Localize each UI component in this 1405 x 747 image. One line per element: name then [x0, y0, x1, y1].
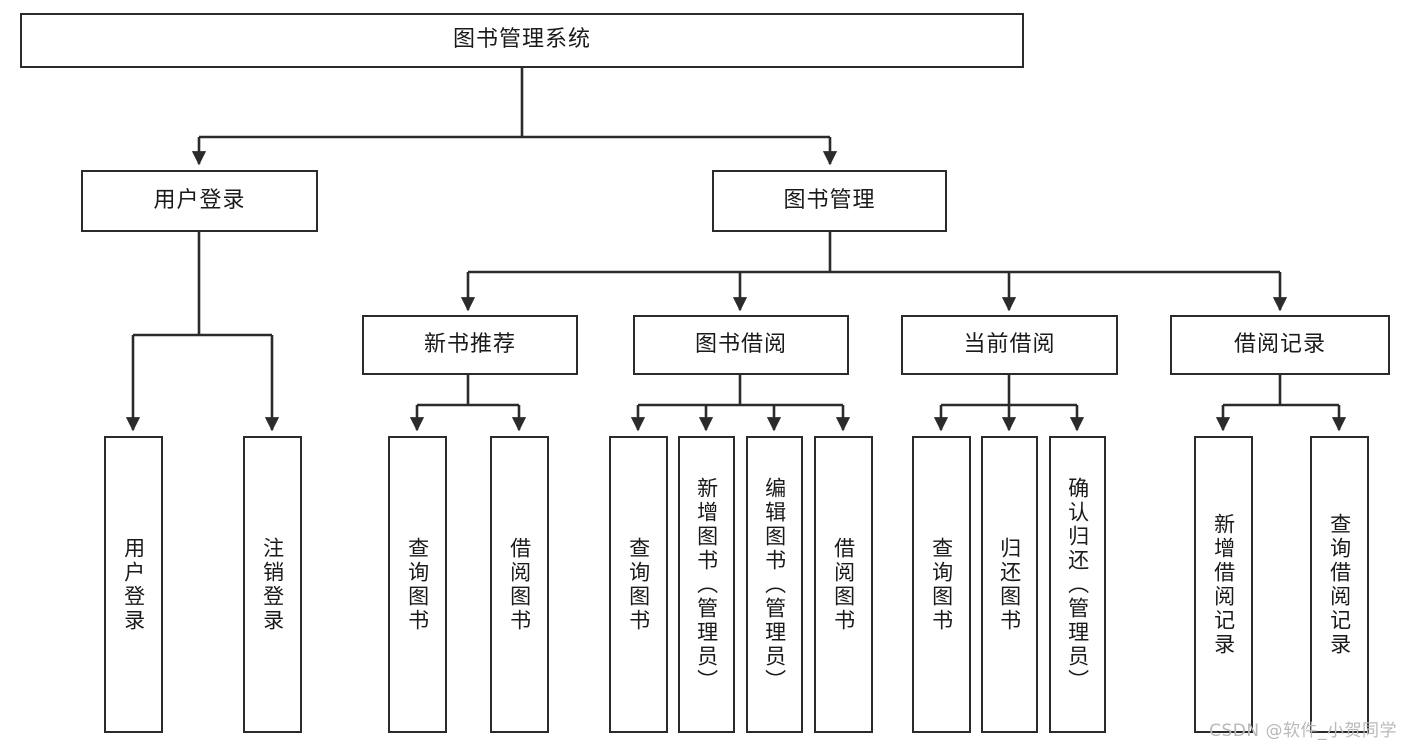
node-leaf-query-book-1-label: 查询图书	[405, 536, 430, 633]
node-leaf-borrow-book-2[interactable]: 借阅图书	[814, 436, 873, 733]
node-leaf-query-book-3-label: 查询图书	[929, 536, 954, 633]
node-root-label: 图书管理系统	[452, 27, 591, 53]
node-borrow-record-label: 借阅记录	[1233, 331, 1326, 357]
node-leaf-logout-login[interactable]: 注销登录	[243, 436, 302, 733]
node-leaf-add-book-label: 新增图书（管理员）	[694, 476, 719, 693]
node-leaf-user-login[interactable]: 用户登录	[104, 436, 163, 733]
node-current-borrow-label: 当前借阅	[963, 331, 1056, 357]
node-leaf-query-borrow-record-label: 查询借阅记录	[1327, 512, 1352, 657]
node-user-login-label: 用户登录	[153, 187, 246, 213]
node-current-borrow[interactable]: 当前借阅	[901, 315, 1118, 375]
node-leaf-borrow-book-1[interactable]: 借阅图书	[490, 436, 549, 733]
node-leaf-edit-book-label: 编辑图书（管理员）	[762, 476, 787, 693]
node-leaf-borrow-book-2-label: 借阅图书	[831, 536, 856, 633]
node-new-book-recommend[interactable]: 新书推荐	[362, 315, 578, 375]
node-borrow-record[interactable]: 借阅记录	[1170, 315, 1390, 375]
node-leaf-logout-login-label: 注销登录	[260, 536, 285, 633]
node-leaf-user-login-label: 用户登录	[121, 536, 146, 633]
node-leaf-query-borrow-record[interactable]: 查询借阅记录	[1310, 436, 1369, 733]
node-leaf-borrow-book-1-label: 借阅图书	[507, 536, 532, 633]
node-leaf-add-borrow-record-label: 新增借阅记录	[1211, 512, 1236, 657]
node-leaf-query-book-2[interactable]: 查询图书	[609, 436, 668, 733]
node-leaf-confirm-return[interactable]: 确认归还（管理员）	[1049, 436, 1106, 733]
node-leaf-return-book-label: 归还图书	[997, 536, 1022, 633]
node-book-borrow-label: 图书借阅	[694, 331, 787, 357]
node-leaf-add-borrow-record[interactable]: 新增借阅记录	[1194, 436, 1253, 733]
node-user-login[interactable]: 用户登录	[81, 170, 318, 232]
node-new-book-recommend-label: 新书推荐	[423, 331, 516, 357]
node-root[interactable]: 图书管理系统	[20, 13, 1024, 68]
node-book-management[interactable]: 图书管理	[712, 170, 947, 232]
node-book-borrow[interactable]: 图书借阅	[633, 315, 849, 375]
node-leaf-confirm-return-label: 确认归还（管理员）	[1065, 476, 1090, 693]
node-leaf-query-book-1[interactable]: 查询图书	[388, 436, 447, 733]
node-leaf-edit-book[interactable]: 编辑图书（管理员）	[746, 436, 803, 733]
node-leaf-add-book[interactable]: 新增图书（管理员）	[678, 436, 735, 733]
node-leaf-return-book[interactable]: 归还图书	[981, 436, 1038, 733]
node-leaf-query-book-3[interactable]: 查询图书	[912, 436, 971, 733]
node-book-management-label: 图书管理	[783, 187, 876, 213]
node-leaf-query-book-2-label: 查询图书	[626, 536, 651, 633]
